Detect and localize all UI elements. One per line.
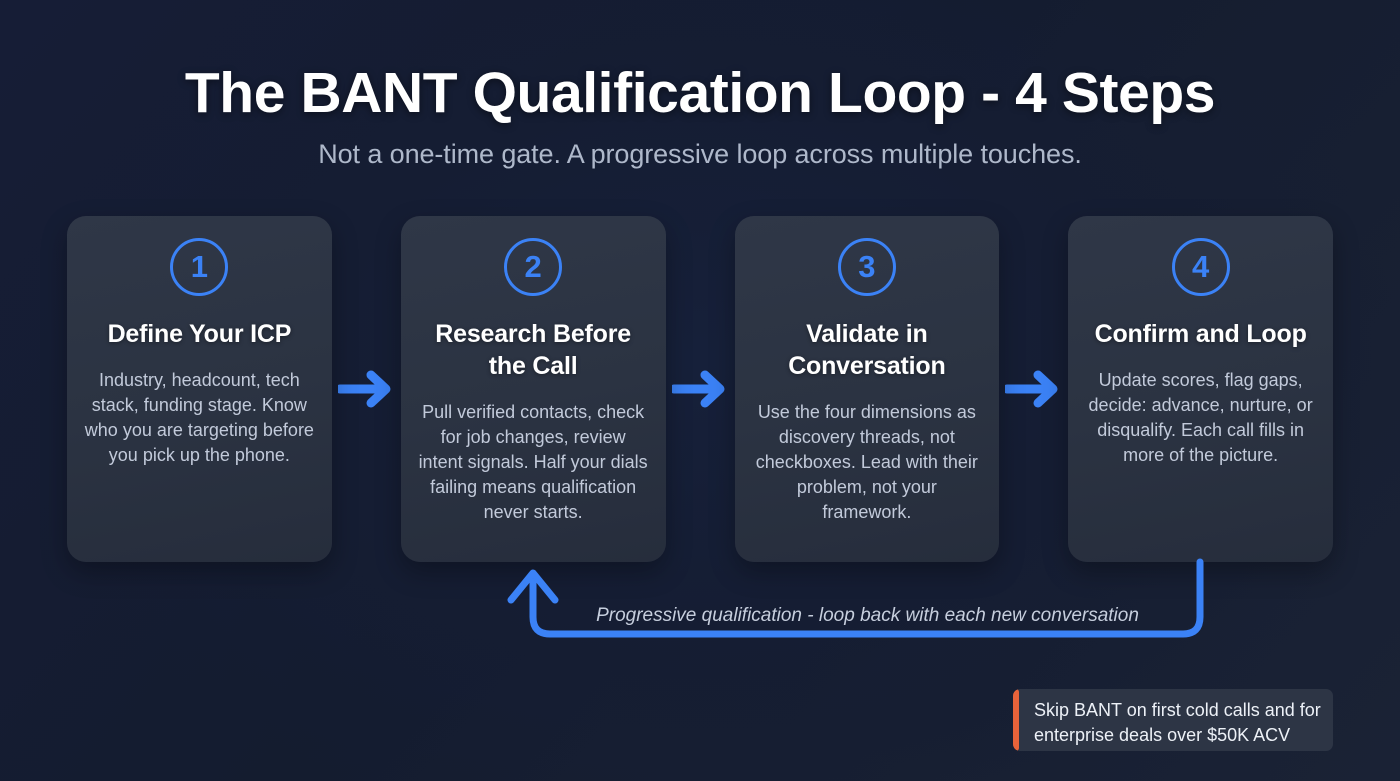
step-title-2: Research Before the Call	[435, 320, 631, 380]
step-number-badge-3: 3	[837, 238, 896, 296]
step-card-3: 3 Validate in Conversation Use the four …	[734, 216, 1000, 562]
step-card-2: 2 Research Before the Call Pull verified…	[400, 216, 666, 562]
step-card-4: 4 Confirm and Loop Update scores, flag g…	[1068, 216, 1333, 562]
step-title-3: Validate in Conversation	[788, 320, 946, 380]
connector-arrow-3-to-4	[999, 216, 1068, 562]
page-subtitle: Not a one-time gate. A progressive loop …	[318, 139, 1082, 169]
header: The BANT Qualification Loop - 4 Steps No…	[0, 0, 1400, 171]
connector-arrow-2-to-3	[666, 216, 735, 562]
step-description-3: Use the four dimensions as discovery thr…	[755, 402, 978, 522]
footnote-callout: Skip BANT on first cold calls and for en…	[1013, 689, 1333, 751]
page-title: The BANT Qualification Loop - 4 Steps	[184, 61, 1216, 125]
footnote-text: Skip BANT on first cold calls and for en…	[1034, 700, 1321, 745]
connector-arrow-1-to-2	[332, 216, 401, 562]
step-description-4: Update scores, flag gaps, decide: advanc…	[1088, 370, 1313, 465]
step-title-4: Confirm and Loop	[1094, 320, 1307, 348]
step-description-1: Industry, headcount, tech stack, funding…	[84, 370, 314, 465]
footnote-accent-bar	[1013, 689, 1019, 751]
loop-caption: Progressive qualification - loop back wi…	[596, 605, 1139, 626]
step-title-1: Define Your ICP	[107, 320, 292, 348]
step-number-badge-2: 2	[504, 238, 563, 296]
step-number-badge-1: 1	[170, 238, 229, 296]
step-card-1: 1 Define Your ICP Industry, headcount, t…	[67, 216, 332, 562]
steps-row: 1 Define Your ICP Industry, headcount, t…	[67, 216, 1333, 562]
step-number-badge-4: 4	[1171, 238, 1230, 296]
step-description-2: Pull verified contacts, check for job ch…	[418, 402, 648, 522]
